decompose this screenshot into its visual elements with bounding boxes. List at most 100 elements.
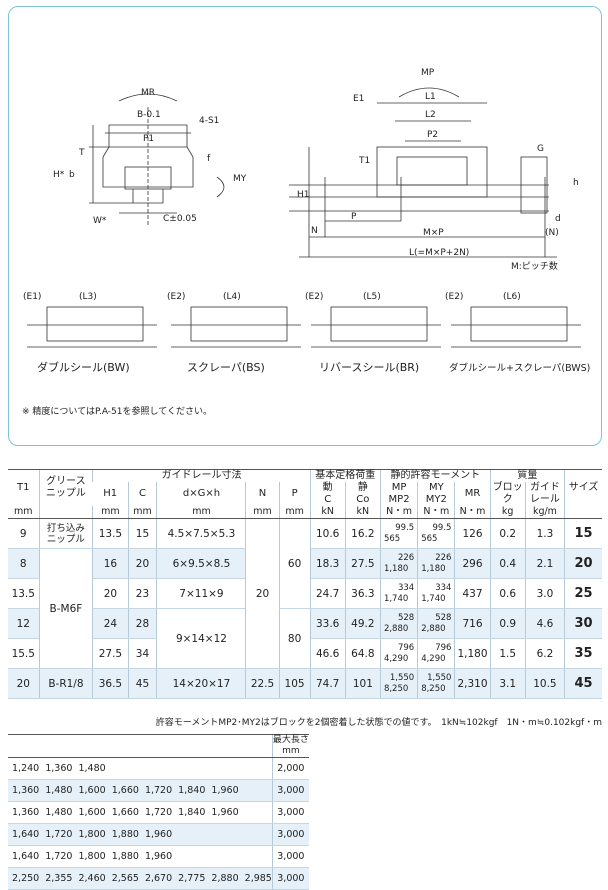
table-row: 1,360 1,480 1,600 1,660 1,720 1,840 1,96… [8,801,309,824]
col-n: N [245,482,280,506]
table-row: 2,250 2,355 2,460 2,565 2,670 2,775 2,88… [8,867,309,890]
cell-rail-mass: 2.1 [524,548,565,579]
cell-p: 105 [278,668,311,699]
cell-size: 25 [564,578,602,609]
label-f: f [207,154,211,164]
unit-p: mm [278,506,311,519]
cell-size: 30 [564,608,602,639]
label-b-tol: B-0.1 [137,110,161,120]
cell-t1: 12 [8,608,40,639]
unit-my: N・m [417,506,455,519]
variant-1-caption: ダブルシール(BW) [37,360,130,374]
cell-rail-mass: 4.6 [524,608,565,639]
label-e1: E1 [353,94,364,104]
cell-max: 3,000 [271,779,309,802]
unit-dyn: kN [309,506,346,519]
unit-stat: kN [344,506,381,519]
cell-rail-mass: 3.0 [524,578,565,609]
cell-dgh: 6×9.5×8.5 [156,548,246,579]
cell-block: 1.5 [489,638,526,669]
cell-t1: 13.5 [8,578,40,609]
cell-max: 3,000 [271,823,309,846]
label-m-pitch: M:ピッチ数 [511,260,558,272]
cell-dgh: 7×11×9 [156,578,246,609]
col-grease: グリース ニップル [38,469,93,506]
table-row: 9 打ち込み ニップル 13.5 15 4.5×7.5×5.3 20 60 10… [8,518,602,669]
col-my: MY MY2 [417,482,455,506]
unit-mr: N・m [454,506,491,519]
unit-dgh: mm [156,506,246,519]
col-p: P [278,482,311,506]
label-my: MY [233,174,247,184]
unit-t1: mm [8,506,40,519]
label-l-formula: L(=M×P+2N) [409,248,469,258]
drawing-panel: MR B-0.1 4-S1 P1 H* b T f W* C±0.05 MY M… [8,6,602,446]
cell-n-merged: 20 [245,518,280,669]
label-w-star: W* [93,216,107,226]
cell-size: 35 [564,638,602,669]
cell-dyn: 74.7 [309,668,346,699]
cell-h1: 20 [92,578,128,609]
unit-c: mm [127,506,157,519]
cell-lengths: 1,240 1,360 1,480 [8,757,273,780]
variant-4-e: (E2) [445,292,463,302]
spec-table: T1 グリース ニップル ガイドレール寸法 基本定格荷重 静的許容モーメント 質… [8,469,602,699]
unit-block: kg [489,506,526,519]
cell-lengths: 1,640 1,720 1,800 1,880 1,960 [8,823,273,846]
cell-size: 20 [564,548,602,579]
dimension-drawing: MR B-0.1 4-S1 P1 H* b T f W* C±0.05 MY M… [23,68,590,374]
label-t1: T1 [358,156,370,166]
cell-stat: 16.2 [344,518,381,549]
variant-3-caption: リバースシール(BR) [319,361,419,374]
group-rail: ガイドレール寸法 [92,469,311,482]
col-max-length: 最大長さ mm [271,734,309,758]
cell-stat: 49.2 [344,608,381,639]
cell-t1: 9 [8,518,40,549]
label-p: P [351,212,357,222]
cell-block: 3.1 [489,668,526,699]
cell-h1: 27.5 [92,638,128,669]
unit-h1: mm [92,506,128,519]
cell-lengths: 2,250 2,355 2,460 2,565 2,670 2,775 2,88… [8,867,273,890]
variant-1-e: (E1) [23,292,41,302]
cell-dgh-merged: 9×14×12 [156,608,246,669]
cell-h1: 36.5 [92,668,128,699]
unit-rail-mass: kg/m [524,506,565,519]
label-b: b [69,170,75,180]
variant-3-e: (E2) [305,292,323,302]
cell-block: 0.2 [489,518,526,549]
cell-dyn: 10.6 [309,518,346,549]
cell-rail-mass: 6.2 [524,638,565,669]
variant-2-e: (E2) [167,292,185,302]
label-p2: P2 [427,130,438,140]
cell-t1: 15.5 [8,638,40,669]
cell-lengths: 1,640 1,720 1,800 1,880 1,960 [8,845,273,868]
unit-mp: N・m [379,506,418,519]
cell-block: 0.9 [489,608,526,639]
label-h-star: H* [53,170,65,180]
col-dgh: d×G×h [156,482,246,506]
cell-mr: 296 [454,548,491,579]
cell-c: 28 [127,608,157,639]
cell-stat: 36.3 [344,578,381,609]
unit-n: mm [245,506,280,519]
cell-h1: 24 [92,608,128,639]
col-rail-mass: ガイド レール [524,482,565,506]
col-stat: 静 Co [344,482,381,506]
label-c-tol: C±0.05 [163,214,197,224]
cell-t1: 8 [8,548,40,579]
